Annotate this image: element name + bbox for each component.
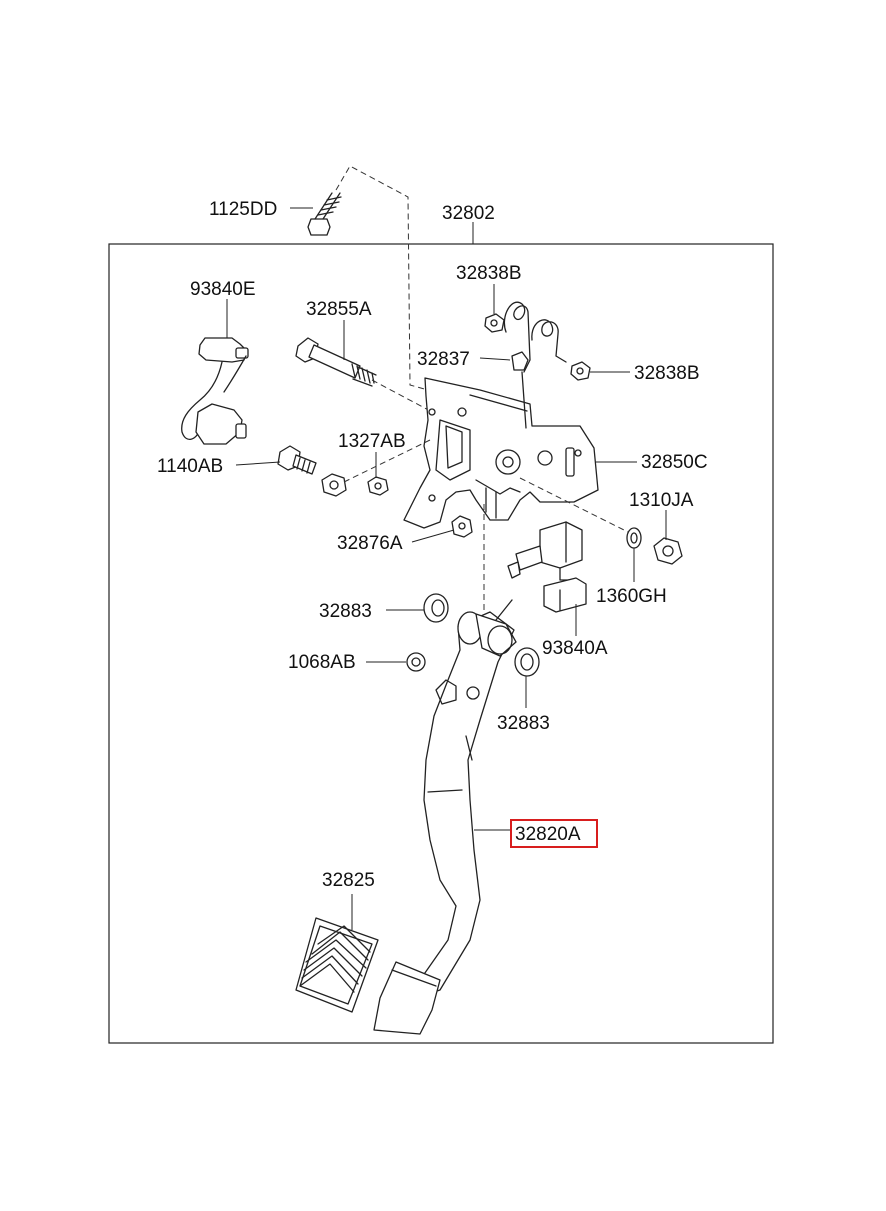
callout-1068AB[interactable]: 1068AB	[288, 652, 356, 673]
bolt-32855A-part[interactable]	[295, 337, 377, 387]
nut-1310JA-part[interactable]	[653, 537, 683, 565]
callout-1360GH[interactable]: 1360GH	[596, 586, 667, 607]
callout-32883-bottom[interactable]: 32883	[497, 713, 550, 734]
assembly-frame	[108, 243, 774, 1044]
callout-1125DD[interactable]: 1125DD	[209, 199, 277, 220]
nut-32876A-part[interactable]	[451, 515, 473, 538]
return-spring-part[interactable]	[503, 301, 567, 429]
sensor-93840E-part[interactable]	[181, 337, 249, 445]
bushing-32883-left-part[interactable]	[423, 593, 449, 623]
pedal-pad-32825-part[interactable]	[295, 917, 379, 1013]
callout-1140AB[interactable]: 1140AB	[157, 456, 223, 477]
callout-32820A[interactable]: 32820A	[515, 824, 581, 845]
bushing-32883-bottom-part[interactable]	[514, 647, 540, 677]
nut-1327AB-part[interactable]	[367, 476, 389, 496]
callout-32838B-right[interactable]: 32838B	[634, 363, 700, 384]
clip-32838B-right-part[interactable]	[570, 361, 591, 381]
pedal-foot-plate	[373, 961, 441, 1035]
callout-32850C[interactable]: 32850C	[641, 452, 708, 473]
bracket-32850C-part[interactable]	[403, 377, 599, 529]
dashed-leader-1125DD	[335, 165, 429, 391]
callout-32802[interactable]: 32802	[442, 203, 495, 224]
nut-part[interactable]	[321, 473, 347, 497]
callout-32837[interactable]: 32837	[417, 349, 470, 370]
bushing-32837-part[interactable]	[511, 351, 529, 371]
leader-32876A	[411, 529, 455, 543]
highlight-box-32820A	[510, 819, 598, 848]
callout-32876A[interactable]: 32876A	[337, 533, 403, 554]
callout-32855A[interactable]: 32855A	[306, 299, 372, 320]
callout-1310JA[interactable]: 1310JA	[629, 490, 694, 511]
leader-32837	[479, 357, 511, 361]
leader-1140AB	[235, 461, 281, 466]
dashed-bracket-bolt	[519, 477, 633, 535]
callout-93840A[interactable]: 93840A	[542, 638, 608, 659]
callout-1327AB[interactable]: 1327AB	[338, 431, 406, 452]
callout-32825[interactable]: 32825	[322, 870, 375, 891]
callout-93840E[interactable]: 93840E	[190, 279, 256, 300]
washer-1360GH-part[interactable]	[626, 527, 642, 549]
bolt-1125DD-part[interactable]	[307, 192, 342, 236]
washer-1068AB-part[interactable]	[406, 652, 426, 672]
callout-32883-left[interactable]: 32883	[319, 601, 372, 622]
switch-93840A-part[interactable]	[507, 521, 587, 613]
dashed-32855A	[371, 379, 437, 415]
callout-32838B-top[interactable]: 32838B	[456, 263, 522, 284]
clip-32838B-top-part[interactable]	[484, 313, 505, 333]
dashed-nut	[343, 439, 431, 483]
pedal-arm-32820A-part[interactable]	[409, 599, 517, 1001]
bolt-1140AB-part[interactable]	[277, 445, 317, 475]
